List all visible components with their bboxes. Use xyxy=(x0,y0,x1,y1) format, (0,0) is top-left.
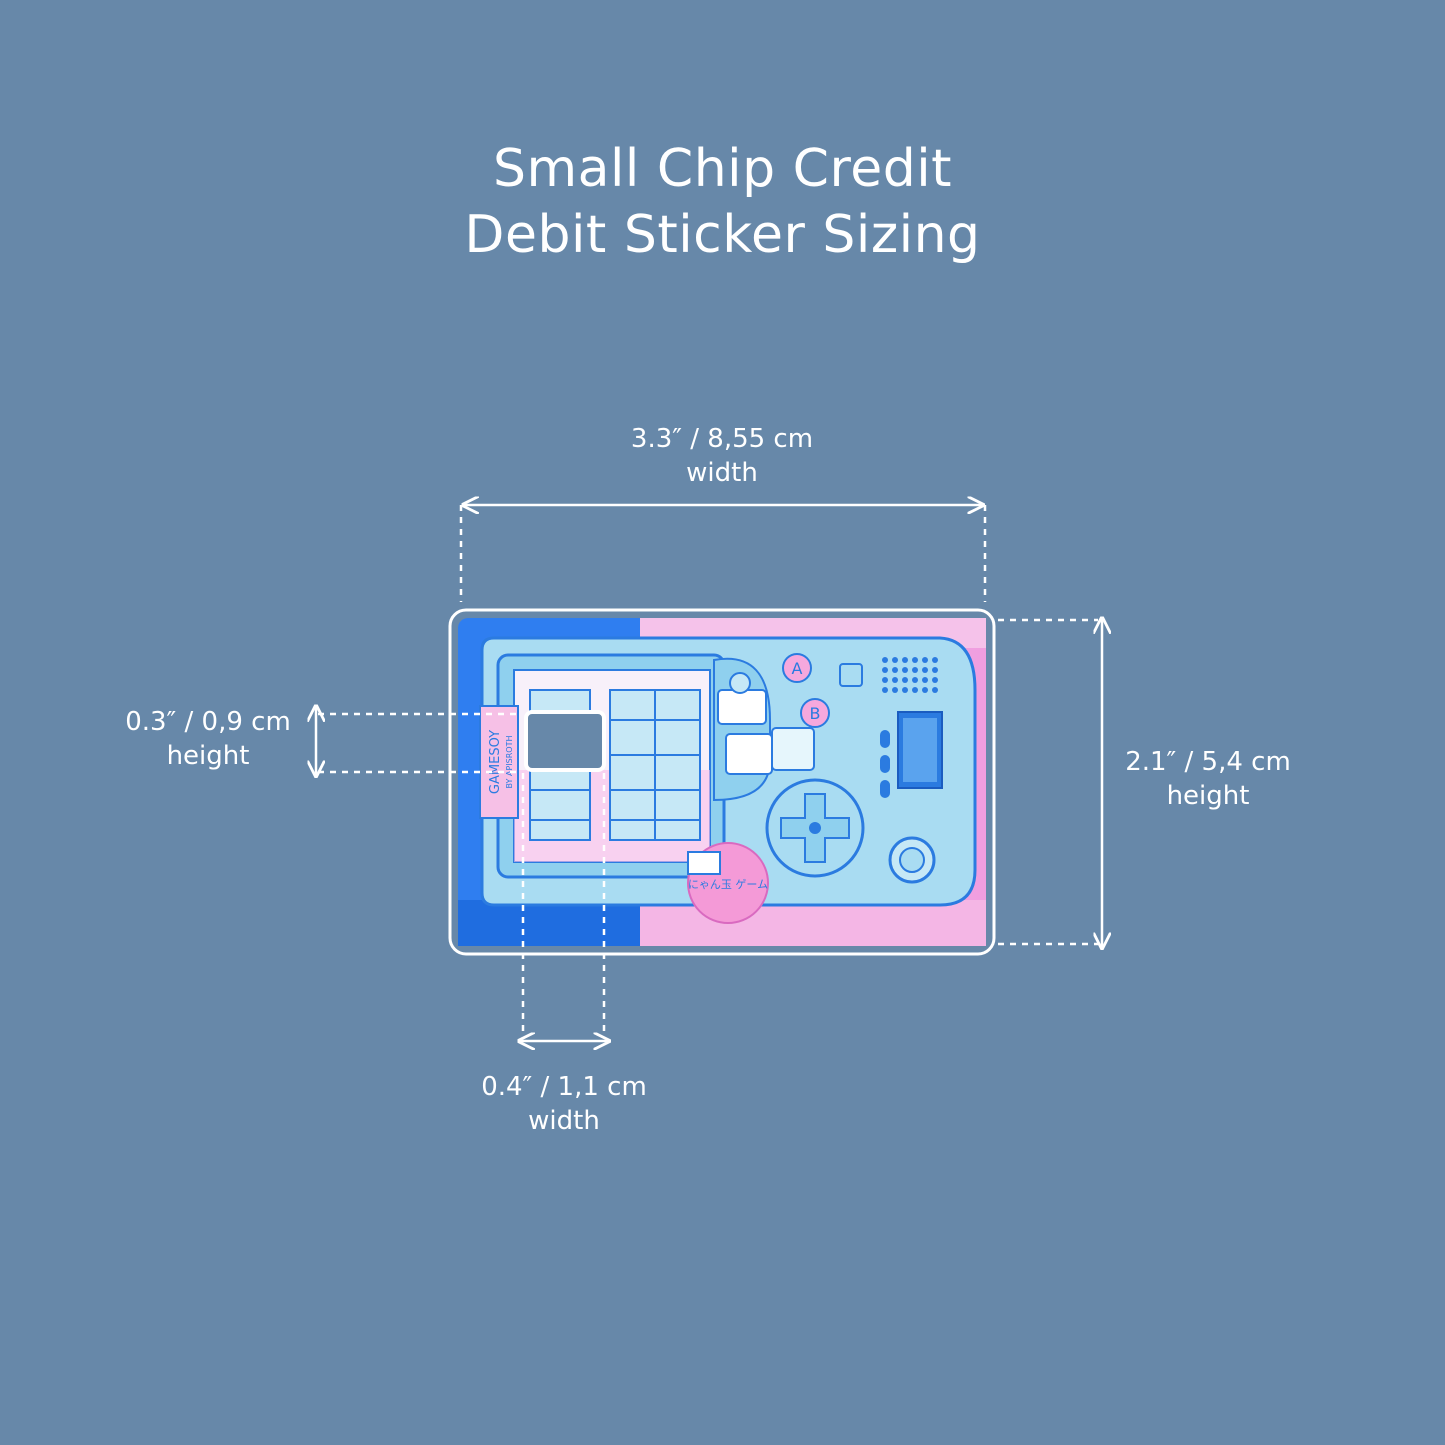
chip-height-label: 0.3″ / 0,9 cm height xyxy=(108,705,308,773)
button-b: B xyxy=(800,698,830,728)
title-line-2: Debit Sticker Sizing xyxy=(464,205,981,265)
chip-height-value: 0.3″ / 0,9 cm xyxy=(125,707,291,737)
chip-height-dimension xyxy=(316,706,520,776)
brand-text-1: GAMESOY xyxy=(488,730,503,794)
brand-text-2: BY APISROTH xyxy=(505,736,514,789)
stamp-text: にゃん玉 ゲーム xyxy=(688,878,768,891)
dpad-icon xyxy=(765,778,865,878)
card-height-dimension xyxy=(998,618,1102,948)
sticker-artwork: GAMESOY BY APISROTH A B xyxy=(458,618,986,946)
chip-width-value: 0.4″ / 1,1 cm xyxy=(481,1072,647,1102)
brand-label xyxy=(479,705,519,819)
card-height-caption: height xyxy=(1166,781,1250,811)
button-b-label: B xyxy=(810,704,821,723)
button-a-label: A xyxy=(792,659,803,678)
card-width-label: 3.3″ / 8,55 cm width xyxy=(572,422,872,490)
card-width-caption: width xyxy=(686,458,758,488)
chip-width-label: 0.4″ / 1,1 cm width xyxy=(464,1070,664,1138)
card-outline xyxy=(448,608,996,956)
card-height-value: 2.1″ / 5,4 cm xyxy=(1125,747,1291,777)
button-a: A xyxy=(782,653,812,683)
chip-window xyxy=(524,710,606,772)
page-title: Small Chip Credit Debit Sticker Sizing xyxy=(0,136,1445,268)
title-line-1: Small Chip Credit xyxy=(492,139,953,199)
card-width-value: 3.3″ / 8,55 cm xyxy=(630,424,814,454)
card-width-dimension xyxy=(459,505,987,602)
speaker-grille xyxy=(882,657,938,693)
chip-width-dimension xyxy=(519,773,609,1041)
chip-width-caption: width xyxy=(528,1106,600,1136)
chip-height-caption: height xyxy=(166,741,250,771)
card-height-label: 2.1″ / 5,4 cm height xyxy=(1108,745,1308,813)
